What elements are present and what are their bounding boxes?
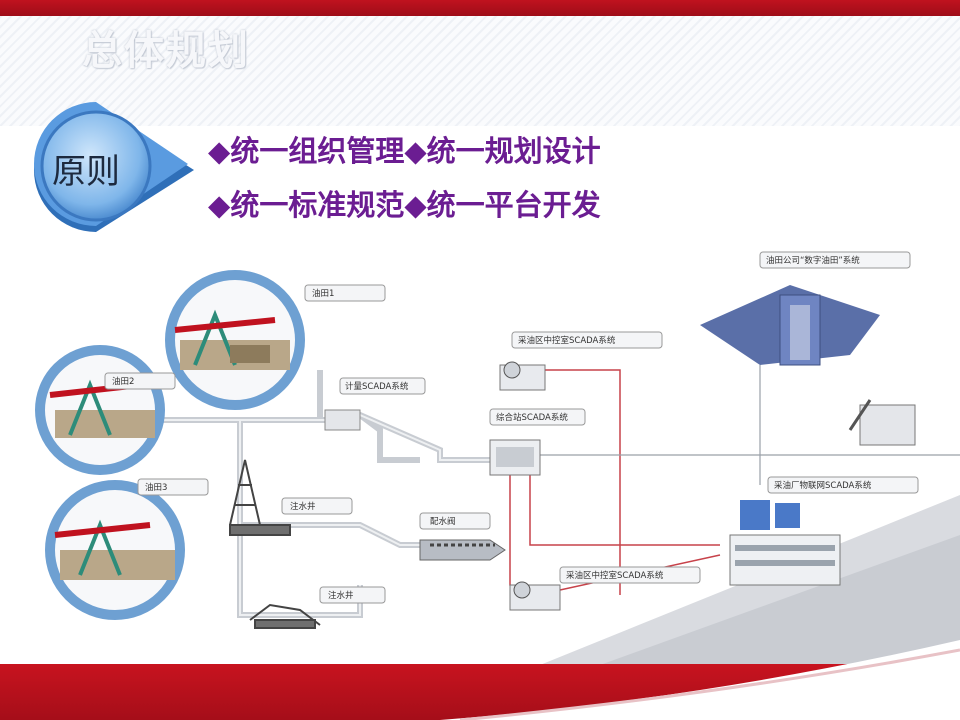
principle-item: ◆统一平台开发 <box>404 188 601 222</box>
label-oilfield-1: 油田1 <box>304 284 386 302</box>
label-injection-well-2: 注水井 <box>319 586 386 604</box>
page-title: 总体规划 <box>82 28 250 74</box>
label-metering-scada: 计量SCADA系统 <box>339 377 426 395</box>
principle-item: ◆统一规划设计 <box>404 134 601 168</box>
svg-text:综合站SCADA系统: 综合站SCADA系统 <box>496 412 568 423</box>
svg-text:油田公司“数字油田”系统: 油田公司“数字油田”系统 <box>766 255 860 266</box>
svg-text:油田3: 油田3 <box>145 482 167 493</box>
comprehensive-station-icon <box>489 439 541 476</box>
ground-shape <box>600 535 960 665</box>
label-injection-well-1: 注水井 <box>281 497 353 515</box>
label-oilfield-2: 油田2 <box>104 372 176 390</box>
injection-well-icon <box>249 603 321 629</box>
diamond-bullet-icon: ◆ <box>208 134 231 168</box>
svg-text:采油区中控室SCADA系统: 采油区中控室SCADA系统 <box>518 335 616 346</box>
principles-list: ◆统一组织管理◆统一规划设计 ◆统一标准规范◆统一平台开发 <box>208 124 601 232</box>
label-oilfield-3: 油田3 <box>137 478 209 496</box>
svg-text:油田1: 油田1 <box>312 288 334 299</box>
principles-row-2: ◆统一标准规范◆统一平台开发 <box>208 178 601 232</box>
svg-text:油田2: 油田2 <box>112 376 134 387</box>
header-pattern <box>0 16 960 126</box>
label-water-valve: 配水阀 <box>419 512 491 530</box>
svg-text:注水井: 注水井 <box>290 501 316 512</box>
label-comprehensive-scada: 综合站SCADA系统 <box>489 408 586 426</box>
label-center-scada: 采油区中控室SCADA系统 <box>511 331 663 349</box>
diamond-bullet-icon: ◆ <box>404 134 427 168</box>
diamond-bullet-icon: ◆ <box>404 188 427 222</box>
svg-text:计量SCADA系统: 计量SCADA系统 <box>345 381 409 392</box>
iot-building-icon <box>729 500 841 586</box>
label-center-scada-2: 采油区中控室SCADA系统 <box>559 566 701 584</box>
bottom-swoosh-shape <box>440 640 960 720</box>
oilfield-2-circle <box>35 345 165 475</box>
water-valve-icon <box>419 539 506 561</box>
principle-item: ◆统一组织管理 <box>208 134 405 168</box>
svg-text:采油厂物联网SCADA系统: 采油厂物联网SCADA系统 <box>774 480 872 491</box>
injection-well-tower-icon <box>229 459 291 536</box>
principle-badge-icon <box>33 102 195 232</box>
side-building-icon <box>848 399 916 446</box>
label-iot-scada: 采油厂物联网SCADA系统 <box>767 476 919 494</box>
metering-station-icon <box>324 409 361 431</box>
principle-item: ◆统一标准规范 <box>208 188 405 222</box>
label-digital-oilfield: 油田公司“数字油田”系统 <box>759 251 911 269</box>
oilfield-1-circle <box>165 270 305 410</box>
top-red-bar <box>0 0 960 16</box>
svg-text:注水井: 注水井 <box>328 590 354 601</box>
principles-row-1: ◆统一组织管理◆统一规划设计 <box>208 124 601 178</box>
svg-text:采油区中控室SCADA系统: 采油区中控室SCADA系统 <box>566 570 664 581</box>
digital-oilfield-building-icon <box>700 285 880 366</box>
control-room-2-icon <box>509 581 561 611</box>
oilfield-3-circle <box>45 480 185 620</box>
control-room-icon <box>499 361 546 391</box>
principle-label: 原则 <box>52 152 120 192</box>
oilfield-network-diagram: 油田1 油田2 油田3 计量SCADA系统 采油区中控室SCADA系统 综合站S… <box>35 251 960 665</box>
svg-text:配水阀: 配水阀 <box>430 516 456 527</box>
diamond-bullet-icon: ◆ <box>208 188 231 222</box>
